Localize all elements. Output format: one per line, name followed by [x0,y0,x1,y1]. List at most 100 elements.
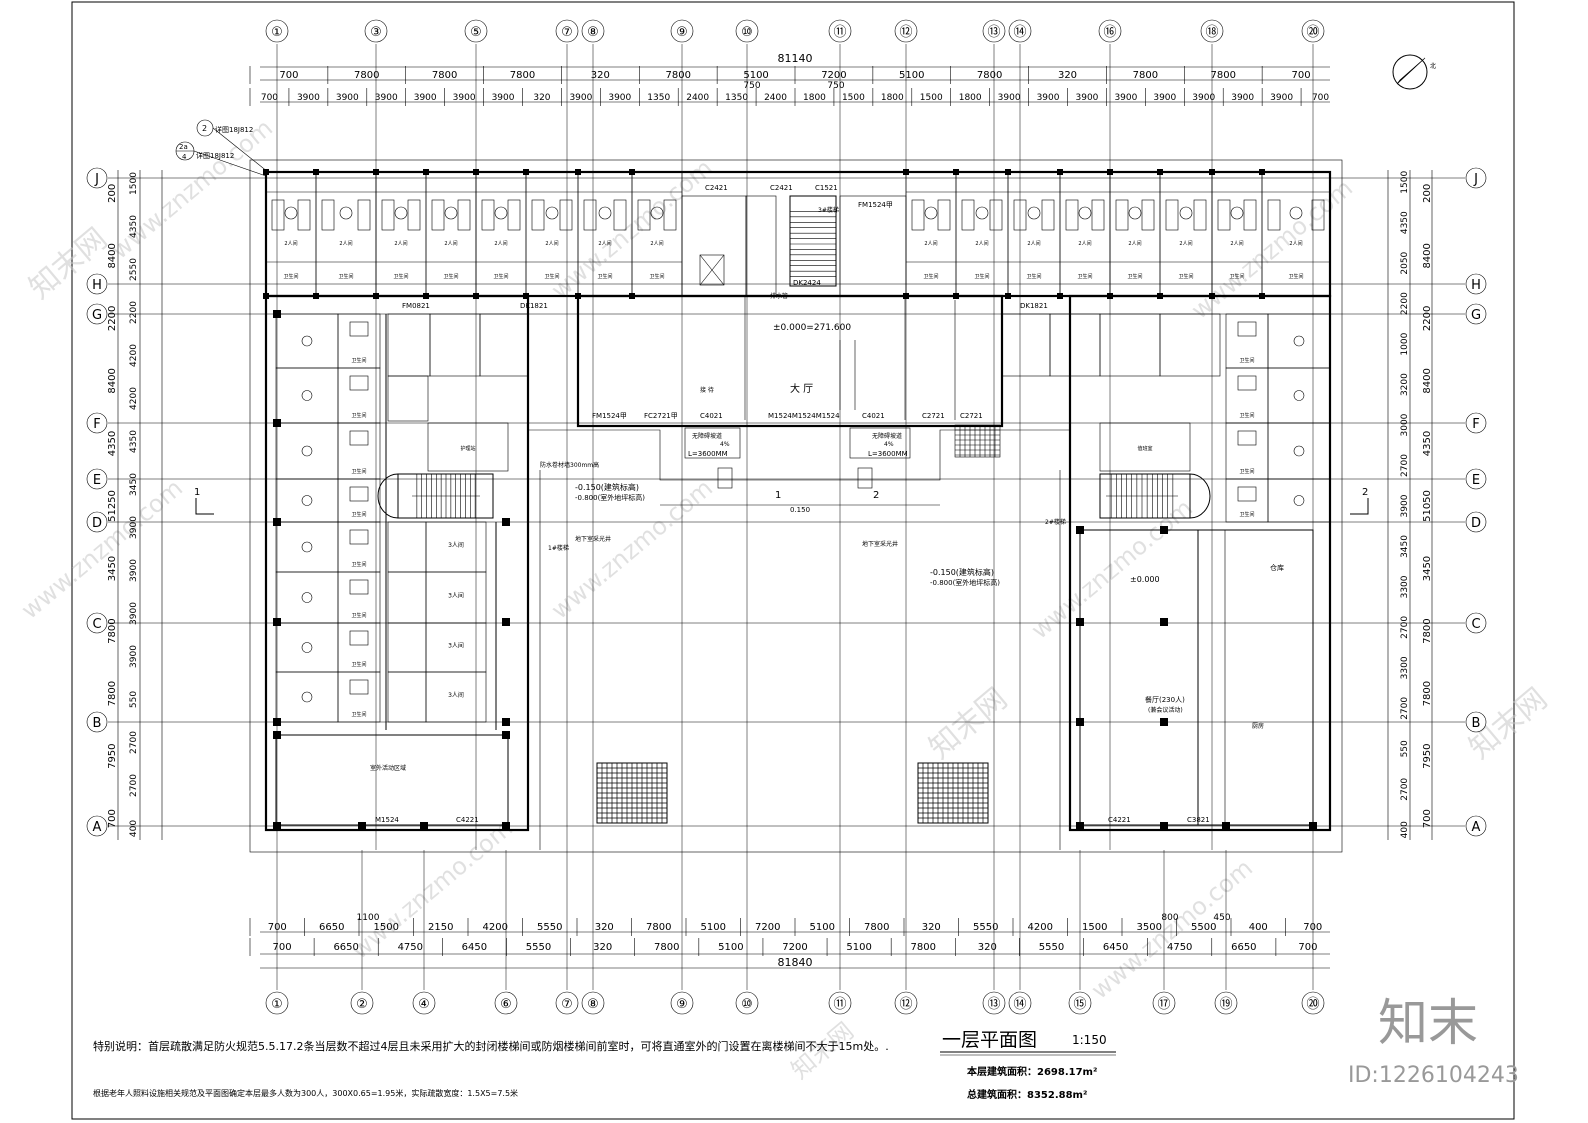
dimension-value: 7800 [107,681,118,706]
dimension-value: 5100 [810,922,835,933]
svg-text:仓库: 仓库 [1270,563,1284,572]
svg-text:1#楼梯: 1#楼梯 [548,544,569,552]
dimension-value: 700 [273,942,292,953]
grid-number-bottom: ⑲ [1219,997,1232,1012]
section-markers: 1 2 [194,487,1369,515]
grid-letter-right: J [1473,172,1478,187]
room-label: 3人间 [448,592,464,600]
dimension-value: 6650 [319,922,344,933]
grid-number-top: ⑯ [1103,25,1116,40]
reception-label: 接 待 [700,386,714,394]
grid-bubble-left [86,167,108,189]
dimension-value: 320 [591,70,610,81]
svg-text:详图18J812: 详图18J812 [196,151,234,160]
room-label: 卫生间 [351,468,366,475]
room-label: 卫生间 [351,412,366,419]
dimension-value: 5100 [743,70,768,81]
svg-text:C4221: C4221 [1108,816,1131,824]
grid-number-bottom: ⑩ [741,997,753,1012]
grid-bubble-bottom [828,991,852,1015]
svg-text:2: 2 [873,490,879,501]
room-label: 卫生间 [493,273,508,280]
svg-text:(兼会议活动): (兼会议活动) [1148,706,1183,714]
floor-area: 本层建筑面积：2698.17m² [967,1065,1097,1078]
dimension-value: 2200 [107,306,118,331]
room-label: 卫生间 [1229,273,1244,280]
room-label: 卫生间 [351,357,366,364]
dimension-value: 7800 [354,70,379,81]
room-label: 2人间 [339,240,352,247]
dimension-value: 400 [1400,821,1410,838]
detail-callouts: 2 2a 4 详图18J812 详图18J812 [175,119,269,177]
dimension-value: 3000 [1400,413,1410,436]
brand-logo: 知末 [1378,994,1478,1052]
grid-letter-left: G [92,308,102,323]
dimension-value: 4200 [129,387,139,410]
dimension-value: 3300 [1400,575,1410,598]
svg-text:1: 1 [194,487,200,498]
grid-number-top: ⑬ [987,25,1000,40]
room-label: 卫生间 [649,273,664,280]
dimension-value: 1500 [842,93,865,103]
dimension-value: 3900 [453,93,476,103]
dimension-value: 3900 [129,645,139,668]
svg-text:4: 4 [182,153,187,161]
grid-bubble-left [86,303,108,325]
svg-text:-0.150(建筑标高): -0.150(建筑标高) [930,567,994,577]
grid-letter-right: F [1472,417,1479,432]
grid-bubble-top [265,19,289,43]
dimension-value: 7200 [755,922,780,933]
dimension-value: 4750 [398,942,423,953]
dimension-value: 1500 [920,93,943,103]
dimension-value: 4750 [1167,942,1192,953]
dimension-value: 51050 [1422,490,1433,522]
svg-text:无障碍坡道: 无障碍坡道 [872,432,902,440]
dimension-value: 3450 [1400,535,1410,558]
dimension-value: 3200 [1400,373,1410,396]
room-label: 2人间 [494,240,507,247]
grid-number-bottom: ⑧ [587,997,599,1012]
svg-text:详图18J812: 详图18J812 [215,125,253,134]
grid-number-bottom: ⑭ [1013,997,1026,1012]
dimension-value: 6650 [1231,942,1256,953]
svg-text:0.150: 0.150 [790,506,810,514]
dimension-value: 6450 [1103,942,1128,953]
dimension-value: 7800 [654,942,679,953]
dimension-value: 5550 [537,922,562,933]
grid-bubble-top [555,19,579,43]
room-label: 卫生间 [544,273,559,280]
room-label: 2人间 [444,240,457,247]
grid-bubble-right [1465,303,1487,325]
dimension-value: 200 [1422,184,1433,203]
dimension-value: 700 [279,70,298,81]
room-label: 卫生间 [443,273,458,280]
grid-letter-right: C [1471,617,1480,632]
grid-bubble-bottom [670,991,694,1015]
svg-text:C4221: C4221 [456,816,479,824]
svg-text:800: 800 [1161,913,1178,923]
room-label: 卫生间 [351,511,366,518]
grid-bubble-left [86,612,108,634]
grid-bubble-top [1200,19,1224,43]
dimension-value: 7800 [107,618,118,643]
grid-bubble-top [1098,19,1122,43]
grid-number-top: ⑦ [561,25,573,40]
dimension-value: 7800 [911,942,936,953]
watermark-text: 知末网 [923,681,1014,766]
svg-text:C2421: C2421 [770,184,793,192]
room-label: 卫生间 [283,273,298,280]
watermark-text: www.znzmo.com [346,814,518,965]
grid-letter-left: B [93,716,102,731]
svg-text:无障碍坡道: 无障碍坡道 [692,432,722,440]
dimension-value: 2400 [764,93,787,103]
dimension-value: 5100 [899,70,924,81]
room-label: 值班室 [1137,445,1152,452]
room-label: 卫生间 [351,612,366,619]
svg-text:厨房: 厨房 [1252,722,1264,730]
room-label: 卫生间 [1178,273,1193,280]
dimension-value: 4200 [1028,922,1053,933]
svg-text:C1521: C1521 [815,184,838,192]
grid-bubble-bottom [265,991,289,1015]
